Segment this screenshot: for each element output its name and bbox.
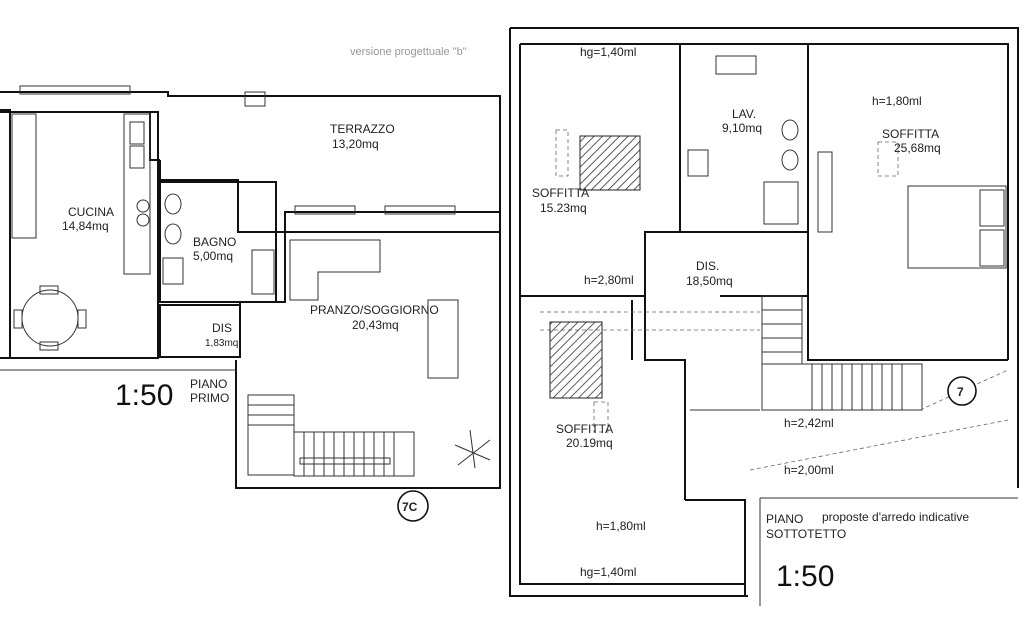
bidet-icon-right — [781, 149, 799, 171]
left-badge: 7C — [402, 500, 418, 514]
height-top-left: hg=1,40ml — [580, 45, 636, 59]
dis-right-area: 18,50mq — [686, 274, 733, 288]
terrace-name: TERRAZZO — [330, 122, 395, 136]
nightstand-dashed — [555, 129, 569, 177]
height-stair-2: h=2,00ml — [784, 463, 834, 477]
bed-hatched-2 — [549, 321, 603, 399]
right-stairs — [761, 295, 923, 411]
terrace-area: 13,20mq — [332, 137, 379, 151]
left-floor-line1: PIANO — [190, 377, 227, 391]
sink-icon-2 — [129, 145, 145, 169]
right-floor-line2: SOTTOTETTO — [766, 527, 846, 541]
right-badge: 7 — [957, 385, 964, 399]
left-badge-circle — [397, 490, 429, 522]
left-floor-line2: PRIMO — [190, 391, 229, 405]
height-soffitta-bl: h=1,80ml — [596, 519, 646, 533]
washbasin-icon — [162, 257, 184, 285]
chair-4 — [77, 309, 87, 329]
vent — [244, 91, 266, 107]
kitchen-name: CUCINA — [68, 205, 114, 219]
left-scale: 1:50 — [115, 379, 173, 412]
right-badge-circle — [947, 376, 977, 406]
double-bed — [907, 185, 1007, 269]
lav-name: LAV. — [732, 107, 756, 121]
soffitta1-name: SOFFITTA — [532, 186, 589, 200]
height-bottom-left: hg=1,40ml — [580, 565, 636, 579]
bathroom-walls — [159, 181, 277, 303]
chair-2 — [39, 341, 59, 351]
kitchen-counter-left — [11, 113, 37, 239]
stove-burner-icon — [136, 199, 150, 213]
soffitta3-area: 20.19mq — [566, 436, 613, 450]
shower-icon — [251, 249, 275, 295]
kitchen-window — [19, 85, 131, 95]
living-window — [294, 205, 356, 215]
stove-burner-icon-2 — [136, 213, 150, 227]
washbasin-icon-right — [687, 149, 709, 177]
furniture-note: proposte d'arredo indicative — [822, 510, 969, 524]
wardrobe — [817, 151, 833, 233]
toilet-icon-right — [781, 119, 799, 141]
sofa — [289, 239, 381, 301]
bathroom-area: 5,00mq — [193, 249, 233, 263]
height-soffitta-tl: h=2,80ml — [584, 273, 634, 287]
left-stairs — [247, 394, 415, 477]
soffitta1-area: 15.23mq — [540, 201, 587, 215]
nightstand-dashed-2 — [593, 401, 609, 433]
soffitta3-name: SOFFITTA — [556, 422, 613, 436]
height-soffitta-right: h=1,80ml — [872, 94, 922, 108]
chair-3 — [13, 309, 23, 329]
living-window-2 — [384, 205, 456, 215]
bed-hatched — [579, 135, 641, 191]
washer-icon — [715, 55, 757, 75]
right-scale: 1:50 — [776, 560, 834, 593]
right-inner-frame — [519, 43, 1009, 585]
right-floor-line1: PIANO — [766, 512, 803, 526]
bathroom-name: BAGNO — [193, 235, 236, 249]
dis-right-name: DIS. — [696, 259, 719, 273]
living-name: PRANZO/SOGGIORNO — [310, 303, 439, 317]
roof-diagonal-2 — [749, 419, 1009, 471]
round-table — [21, 289, 79, 347]
kitchen-area: 14,84mq — [62, 219, 109, 233]
dis-area: 1,83mq — [205, 338, 238, 349]
roof-diagonal — [919, 369, 1009, 411]
bidet-icon — [164, 223, 182, 245]
pillow-2 — [979, 229, 1005, 267]
design-version-note: versione progettuale "b" — [350, 46, 467, 58]
chair — [39, 285, 59, 295]
dining-table — [427, 299, 459, 379]
soffitta2-name: SOFFITTA — [882, 127, 939, 141]
wardrobe-dashed — [877, 141, 899, 177]
right-plan-outer-wall — [509, 27, 1019, 597]
toilet-icon — [164, 193, 182, 215]
kitchen-counter-right — [123, 113, 151, 275]
kitchen-wall — [0, 111, 160, 359]
shower-icon-right — [763, 181, 799, 225]
living-area: 20,43mq — [352, 318, 399, 332]
living-walls — [239, 231, 500, 358]
sink-icon — [129, 121, 145, 145]
soffitta2-area: 25,68mq — [894, 141, 941, 155]
right-plan: SOFFITTA 15.23mq LAV. 9,10mq SOFFITTA 25… — [509, 27, 1019, 606]
lav-area: 9,10mq — [722, 121, 762, 135]
left-plan: CUCINA 14,84mq BAGNO 5,00mq DIS 1,83mq T… — [0, 85, 501, 522]
dis-name: DIS — [212, 321, 232, 335]
partition-lav — [644, 44, 809, 500]
pillow — [979, 189, 1005, 227]
partition-bl — [631, 300, 746, 596]
terrace-wall — [159, 160, 501, 489]
height-stair-1: h=2,42ml — [784, 416, 834, 430]
plant-icon — [454, 429, 491, 469]
